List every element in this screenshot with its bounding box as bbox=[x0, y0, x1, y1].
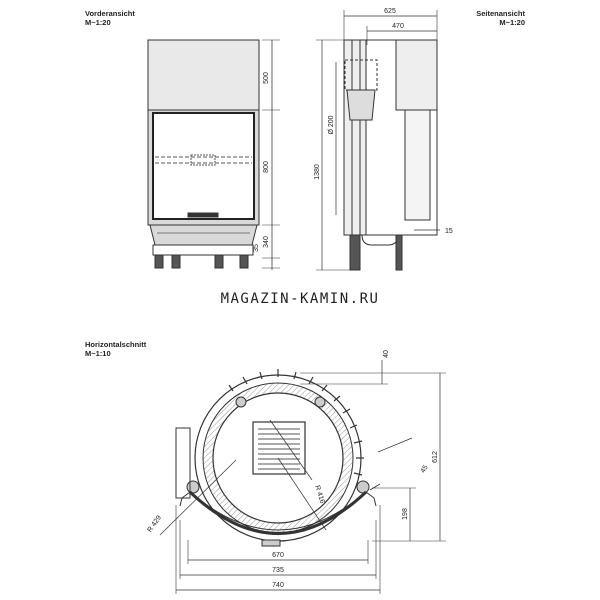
front-upper-panel bbox=[147, 39, 260, 111]
side-rear-panel bbox=[404, 109, 431, 221]
plan-view-scale: M~1:10 bbox=[85, 349, 111, 358]
side-front-frame bbox=[343, 39, 367, 236]
plan-bolt-right bbox=[314, 396, 326, 408]
front-view-scale: M~1:20 bbox=[85, 18, 111, 27]
side-base-arch bbox=[361, 234, 399, 246]
plan-fins bbox=[228, 369, 364, 476]
plan-left-wall bbox=[175, 427, 191, 499]
front-foot-1 bbox=[154, 254, 164, 269]
plan-view-title: Horizontalschnitt bbox=[85, 340, 147, 349]
side-view-label: Seitenansicht M~1:20 bbox=[455, 9, 525, 27]
dim-15: 15 bbox=[445, 228, 453, 235]
dim-800: 800 bbox=[263, 161, 270, 173]
dim-r429: R 429 bbox=[147, 514, 164, 533]
front-foot-2 bbox=[171, 254, 181, 269]
side-view-title: Seitenansicht bbox=[476, 9, 525, 18]
front-glass-door bbox=[152, 112, 255, 220]
plan-hinge-left bbox=[186, 480, 200, 494]
dim-340: 340 bbox=[263, 236, 270, 248]
dim-735: 735 bbox=[272, 567, 284, 574]
plan-glass-inner-arc bbox=[199, 499, 357, 531]
front-burner-box bbox=[190, 154, 216, 166]
dim-625: 625 bbox=[384, 8, 396, 15]
dim-35: 35 bbox=[253, 244, 260, 252]
front-foot-3 bbox=[214, 254, 224, 269]
side-front-leg bbox=[349, 234, 361, 271]
plan-glass-arc bbox=[188, 490, 368, 535]
plan-r429-leader bbox=[159, 459, 237, 536]
front-plinth bbox=[152, 244, 254, 256]
plan-hinge-right bbox=[356, 480, 370, 494]
plan-dim-45 bbox=[377, 437, 413, 453]
plan-view-label: Horizontalschnitt M~1:10 bbox=[85, 340, 146, 358]
plan-grate bbox=[252, 421, 306, 475]
front-handle bbox=[187, 212, 219, 218]
dim-1380: 1380 bbox=[314, 164, 321, 180]
dim-45: 45 bbox=[420, 464, 430, 474]
front-view-title: Vorderansicht bbox=[85, 9, 135, 18]
dim-670: 670 bbox=[272, 552, 284, 559]
side-view-scale: M~1:20 bbox=[499, 18, 525, 27]
side-rear-leg bbox=[395, 234, 403, 271]
front-base bbox=[149, 224, 258, 246]
front-view bbox=[147, 39, 280, 270]
front-foot-4 bbox=[239, 254, 249, 269]
dim-612: 612 bbox=[432, 451, 439, 463]
dim-40: 40 bbox=[383, 350, 390, 358]
plan-bolt-left bbox=[235, 396, 247, 408]
side-view bbox=[316, 10, 440, 271]
dim-200: Ø 200 bbox=[328, 115, 335, 134]
plan-grate-bars bbox=[258, 428, 300, 470]
dim-198: 198 bbox=[402, 508, 409, 520]
plan-r416-leader bbox=[277, 457, 327, 531]
watermark: MAGAZIN-KAMIN.RU bbox=[220, 291, 380, 307]
plan-view bbox=[159, 360, 446, 594]
side-flue-transition bbox=[346, 89, 376, 121]
plan-handle bbox=[261, 539, 281, 547]
side-rear-top bbox=[395, 39, 438, 111]
dim-470: 470 bbox=[392, 23, 404, 30]
dim-500: 500 bbox=[263, 72, 270, 84]
dim-740: 740 bbox=[272, 582, 284, 589]
front-view-label: Vorderansicht M~1:20 bbox=[85, 9, 135, 27]
